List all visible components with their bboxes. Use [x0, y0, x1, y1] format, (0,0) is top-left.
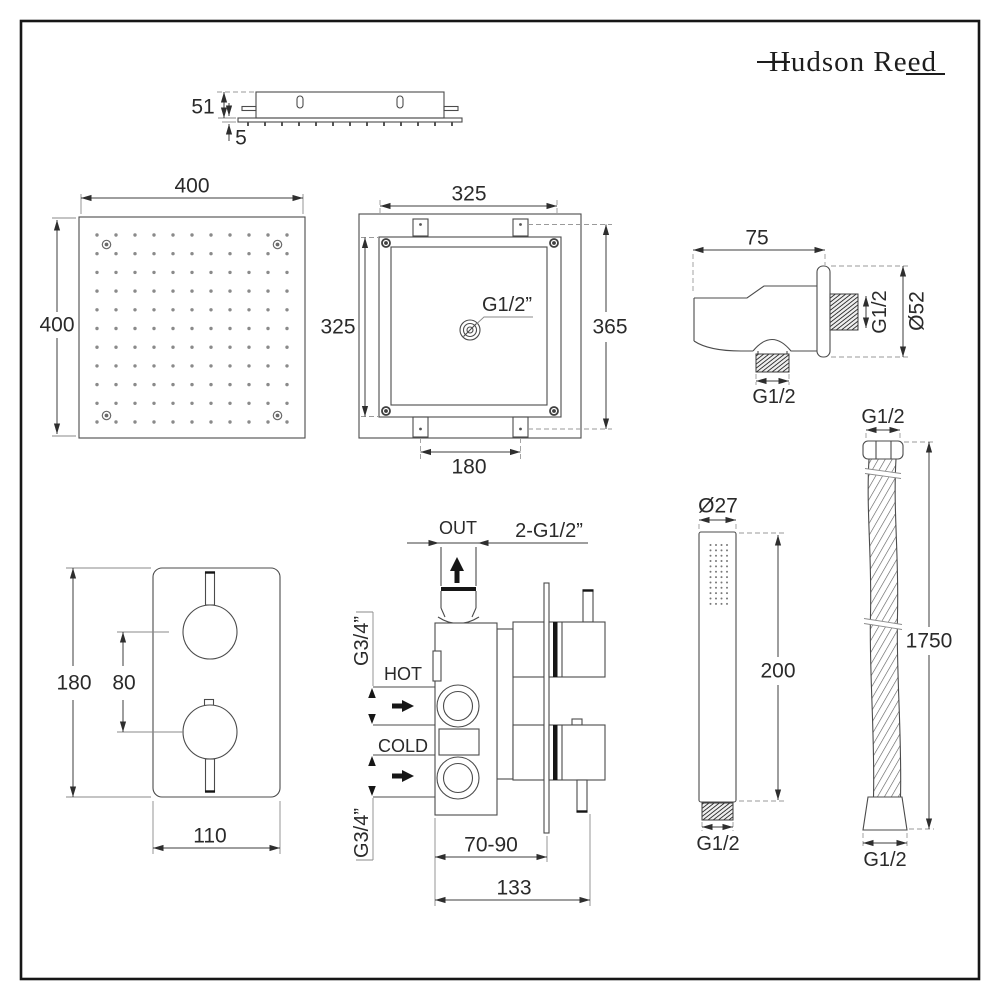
- valve-face-view: 180 80 110: [56, 567, 281, 854]
- label-frame-connection: G1/2”: [482, 294, 532, 316]
- label-hose-length: 1750: [906, 630, 953, 653]
- label-frame-right-height: 365: [592, 316, 627, 339]
- label-handset-length: 200: [760, 660, 795, 683]
- head-frame-view: G1/2” 325 325 365 180: [320, 183, 627, 479]
- label-valve-out: OUT: [439, 518, 477, 538]
- label-hose-bottom-thread: G1/2: [863, 849, 906, 871]
- label-frame-tab-spacing: 180: [451, 456, 486, 479]
- label-elbow-depth: 75: [745, 227, 768, 250]
- label-valve-hot: HOT: [384, 664, 422, 684]
- valve-top-handle: [548, 621, 606, 678]
- shower-head-face-view: 400 400: [39, 175, 306, 439]
- label-valve-ports: 2-G1/2”: [515, 520, 583, 542]
- label-valve-overall-depth: 133: [496, 877, 531, 900]
- hose-bottom-cone: [862, 796, 908, 831]
- elbow-bottom-thread: [755, 353, 790, 373]
- label-frame-top-width: 325: [451, 183, 486, 206]
- label-handset-diameter: Ø27: [698, 495, 738, 518]
- label-hose-top-thread: G1/2: [861, 406, 904, 428]
- label-head-width: 400: [174, 175, 209, 198]
- label-elbow-bottom-thread: G1/2: [752, 386, 795, 408]
- frame-corner-screws: [381, 238, 559, 416]
- nozzle-dot-grid: [95, 233, 289, 424]
- ceiling-head-side-view: 51 5: [191, 91, 463, 150]
- valve-wall-plate: [543, 582, 550, 834]
- logo-text: Hudson Reed: [769, 46, 937, 78]
- label-valve-handle-spacing: 80: [112, 672, 135, 695]
- label-valve-bottom-inlet: G3/4”: [351, 808, 373, 858]
- label-valve-width: 110: [193, 825, 226, 848]
- nozzle-ticks: [247, 122, 453, 126]
- label-ceiling-height: 51: [191, 96, 214, 119]
- elbow-wall-plate: [816, 265, 831, 358]
- label-elbow-side-thread: G1/2: [869, 290, 891, 333]
- handset-view: Ø27 G1/2 200: [696, 495, 795, 856]
- elbow-side-thread: [829, 293, 859, 331]
- label-valve-cold: COLD: [378, 736, 428, 756]
- label-elbow-plate-diameter: Ø52: [906, 291, 929, 331]
- label-valve-top-inlet: G3/4”: [351, 616, 373, 666]
- valve-side-view: OUT 2-G1/2” G3/4” HOT COLD G3/4”: [351, 518, 606, 906]
- handset-thread: [701, 802, 734, 821]
- label-frame-left-height: 325: [320, 316, 355, 339]
- label-valve-height: 180: [56, 672, 91, 695]
- hose-view: G1/2 G1/2 1750: [861, 406, 952, 871]
- hose-top-nut: [862, 440, 904, 460]
- sheet-border: [19, 19, 981, 981]
- label-plate-thickness: 5: [235, 127, 247, 150]
- label-handset-thread: G1/2: [696, 833, 739, 855]
- label-head-height: 400: [39, 314, 74, 337]
- label-valve-recess-depth: 70-90: [464, 834, 518, 857]
- outlet-elbow-view: 75 G1/2 Ø52 G1/2: [692, 227, 929, 408]
- center-connection: [459, 316, 533, 341]
- handset-spray-dots: [709, 544, 728, 605]
- brand-logo: Hudson Reed: [757, 46, 945, 78]
- head-screws: [101, 239, 283, 421]
